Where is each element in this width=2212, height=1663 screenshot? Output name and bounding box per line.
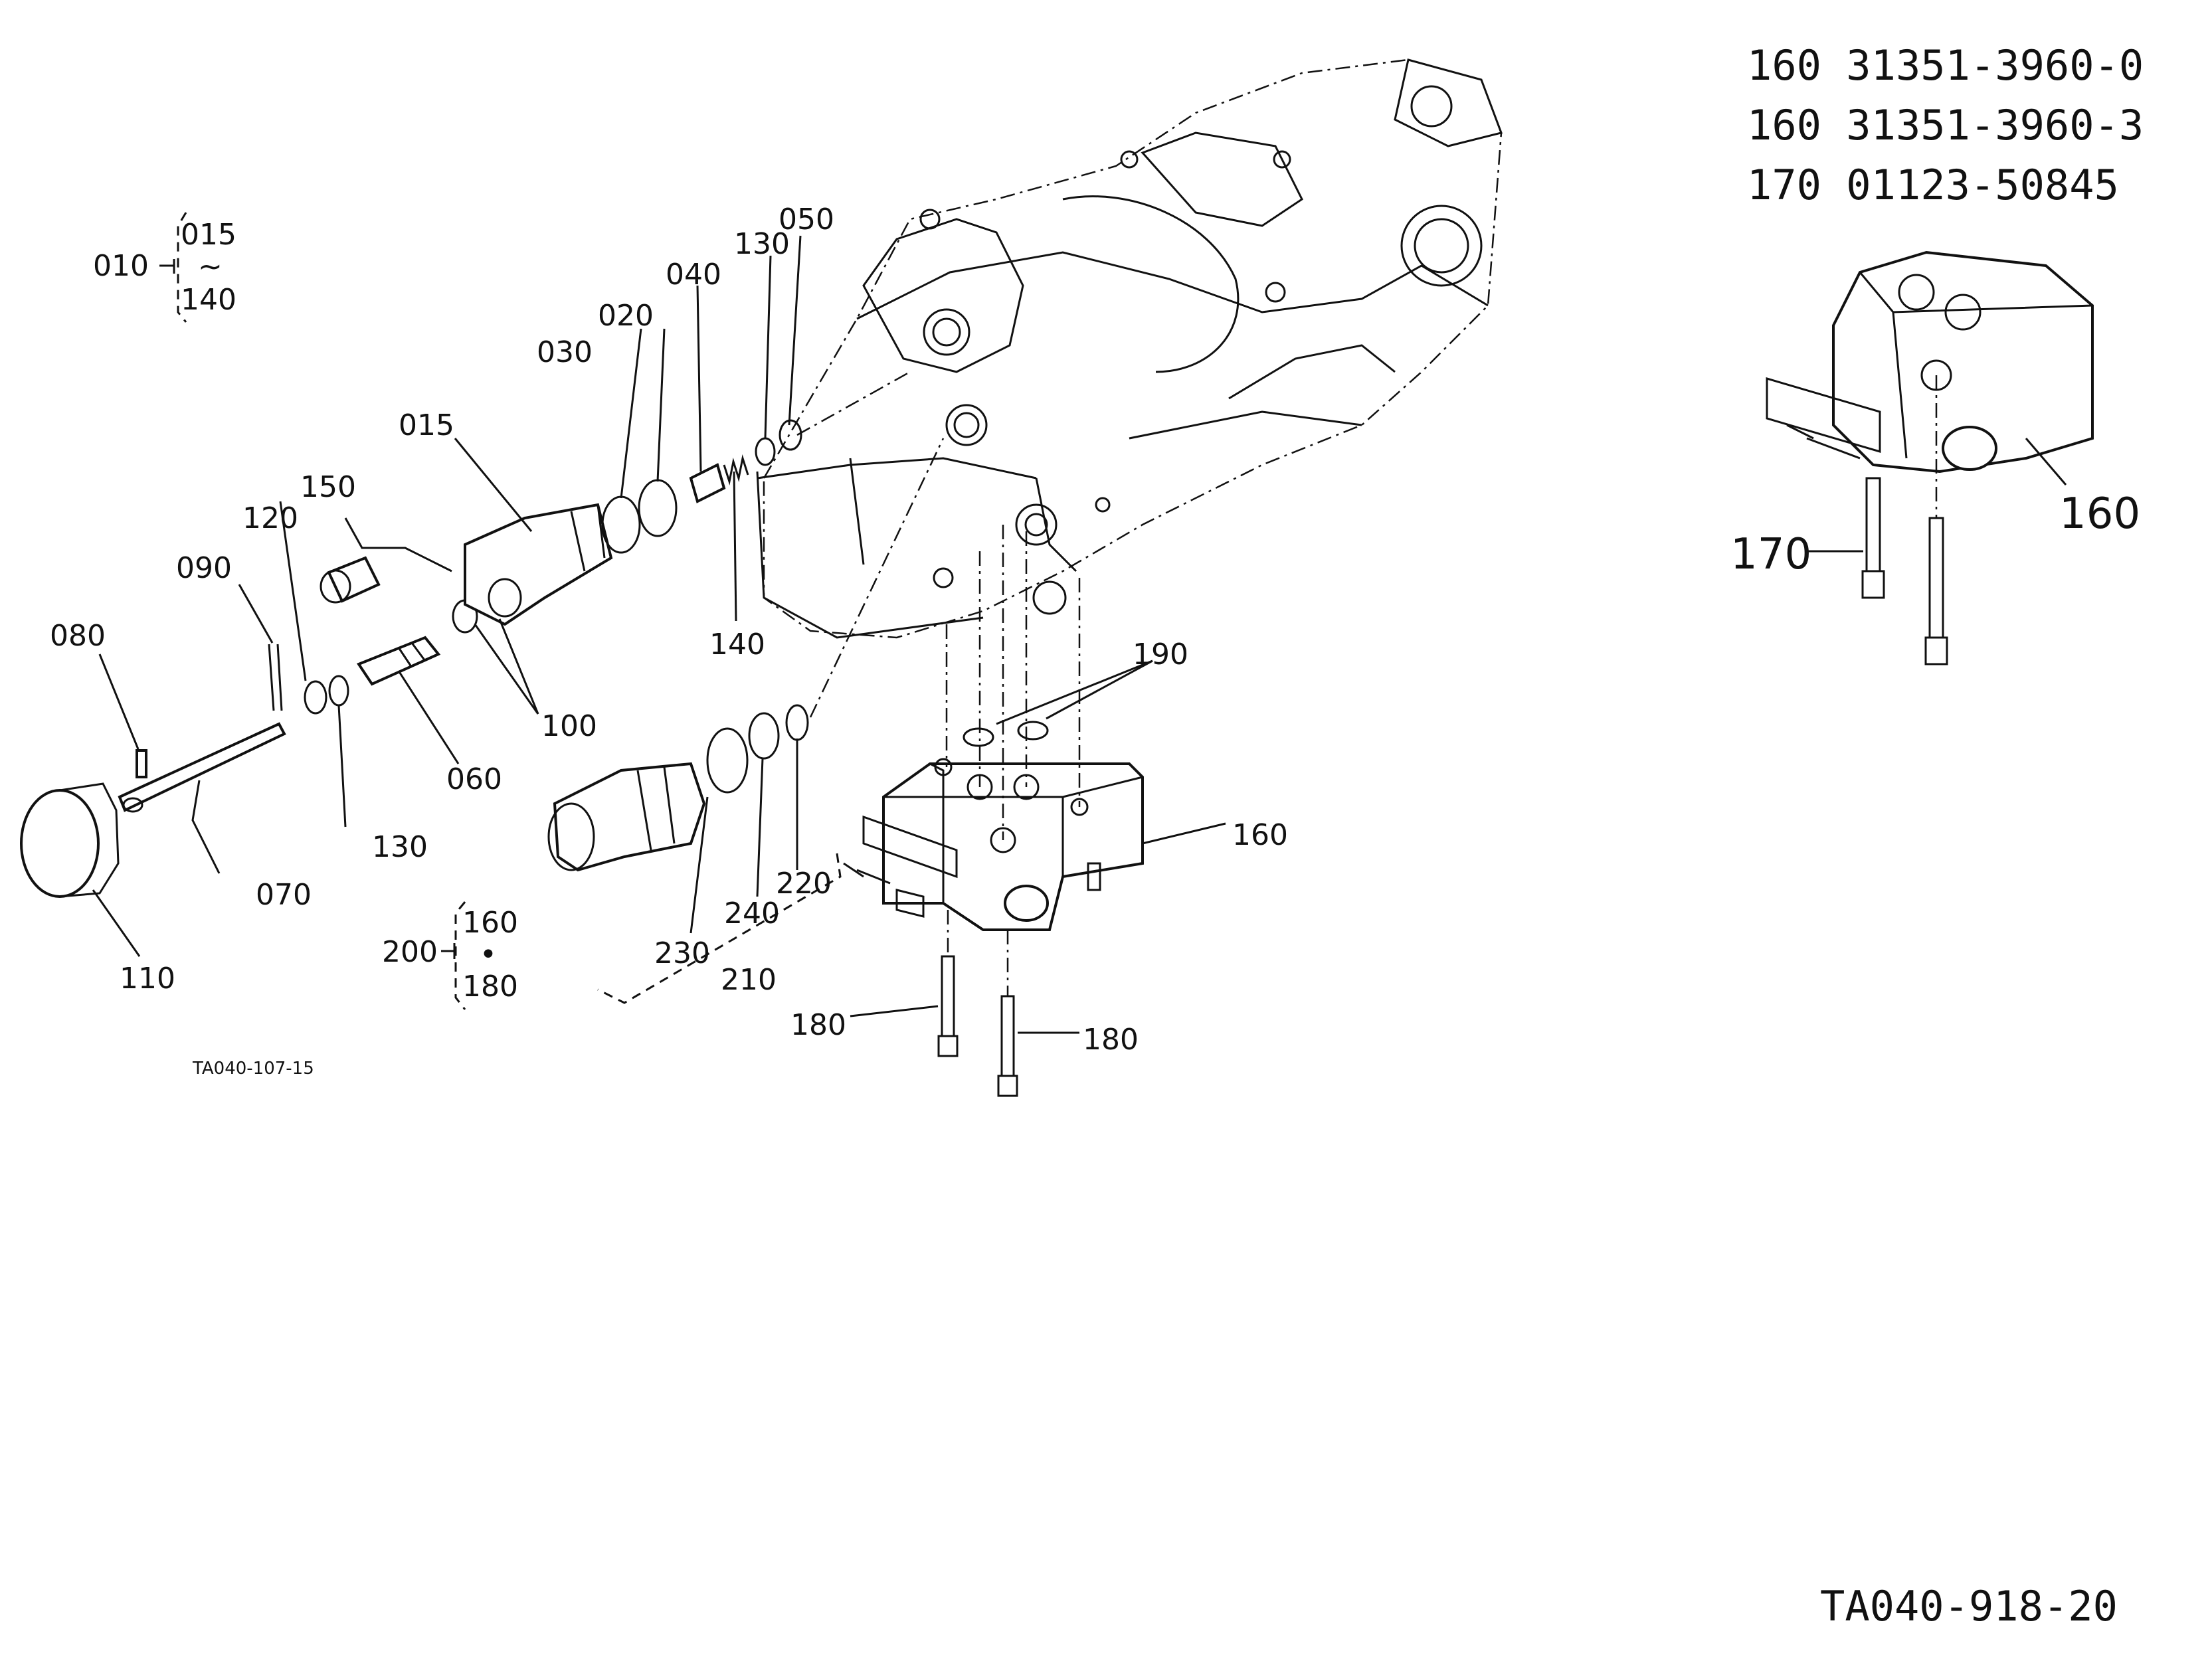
callout-120: 120 <box>242 501 298 535</box>
callout-060: 060 <box>446 762 502 796</box>
callout-050: 050 <box>779 203 834 236</box>
callout-140: 140 <box>709 628 765 661</box>
leader-lines <box>92 235 2067 1034</box>
callout-030: 030 <box>537 335 593 369</box>
callout-020: 020 <box>598 299 654 333</box>
group-010: 010 015 ~ 140 <box>93 212 236 323</box>
callout-170-inset: 170 <box>1730 530 1811 579</box>
callout-100: 100 <box>541 709 597 743</box>
callout-210: 210 <box>721 963 777 997</box>
callout-070: 070 <box>256 878 312 912</box>
group-010-from: 015 <box>181 218 236 252</box>
reference-line-1: 160 31351-3960-0 <box>1747 41 2144 90</box>
callouts: 015 030 020 040 130 050 140 150 120 090 … <box>50 203 2140 1057</box>
group-010-to: 140 <box>181 283 236 317</box>
group-010-sep: ~ <box>198 250 223 284</box>
callout-220: 220 <box>776 867 832 901</box>
callout-110: 110 <box>120 962 175 996</box>
callout-015: 015 <box>399 408 454 442</box>
group-200-sep: • <box>480 938 497 972</box>
callout-160-inset: 160 <box>2059 489 2140 539</box>
callout-130-bottom: 130 <box>372 830 428 864</box>
drawing-code-sub: TA040-107-15 <box>192 1059 314 1079</box>
valve-body-inset-drawing <box>1766 250 2094 665</box>
callout-190: 190 <box>1133 638 1188 671</box>
callout-040: 040 <box>666 258 721 292</box>
group-200-from: 160 <box>462 906 518 940</box>
group-010-parent: 010 <box>93 249 149 283</box>
callout-180-left: 180 <box>790 1008 846 1042</box>
callout-180-right: 180 <box>1083 1023 1139 1057</box>
group-200-to: 180 <box>462 970 518 1004</box>
callout-240: 240 <box>724 897 780 930</box>
callout-150: 150 <box>300 470 356 504</box>
callout-130-top: 130 <box>734 227 790 261</box>
group-200: 200 160 • 180 <box>382 901 518 1010</box>
valve-body-160-drawing <box>843 525 1144 1097</box>
reference-line-2: 160 31351-3960-3 <box>1747 101 2144 149</box>
reference-list: 160 31351-3960-0 160 31351-3960-3 170 01… <box>1747 41 2144 209</box>
reference-line-3: 170 01123-50845 <box>1747 161 2119 209</box>
callout-160: 160 <box>1232 818 1288 852</box>
group-200-parent: 200 <box>382 935 438 969</box>
drawing-code-main: TA040-918-20 <box>1820 1582 2118 1630</box>
callout-090: 090 <box>176 551 232 585</box>
relief-valve-assembly-drawing <box>20 371 945 1004</box>
hydraulic-housing-drawing <box>756 58 1503 639</box>
callout-230: 230 <box>654 936 710 970</box>
callout-080: 080 <box>50 619 106 653</box>
